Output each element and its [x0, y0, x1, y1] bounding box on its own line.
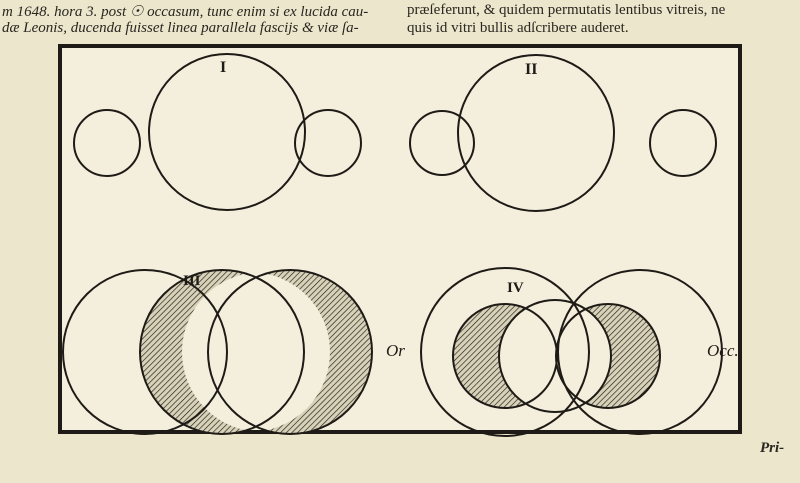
label-II: II	[525, 61, 537, 78]
phase-II	[409, 54, 717, 212]
label-I: I	[220, 59, 226, 76]
left-column-line-2: dæ Leonis, ducenda fuisset linea paralle…	[2, 20, 359, 36]
left-column-line-1: m 1648. hora 3. post ☉ occasum, tunc eni…	[2, 4, 369, 20]
phase-III	[62, 269, 373, 435]
label-IV: IV	[507, 280, 524, 296]
phase-IV	[420, 267, 723, 437]
label-III: III	[183, 273, 201, 289]
right-column-line-2: quis id vitri bullis adſcribere auderet.	[407, 20, 629, 36]
label-occ: Occ.	[707, 341, 739, 360]
phase-I	[73, 53, 362, 211]
label-or: Or	[386, 341, 405, 360]
catchword: Pri-	[760, 440, 785, 456]
right-column-line-1: præſeferunt, & quidem permutatis lentibu…	[407, 2, 726, 18]
